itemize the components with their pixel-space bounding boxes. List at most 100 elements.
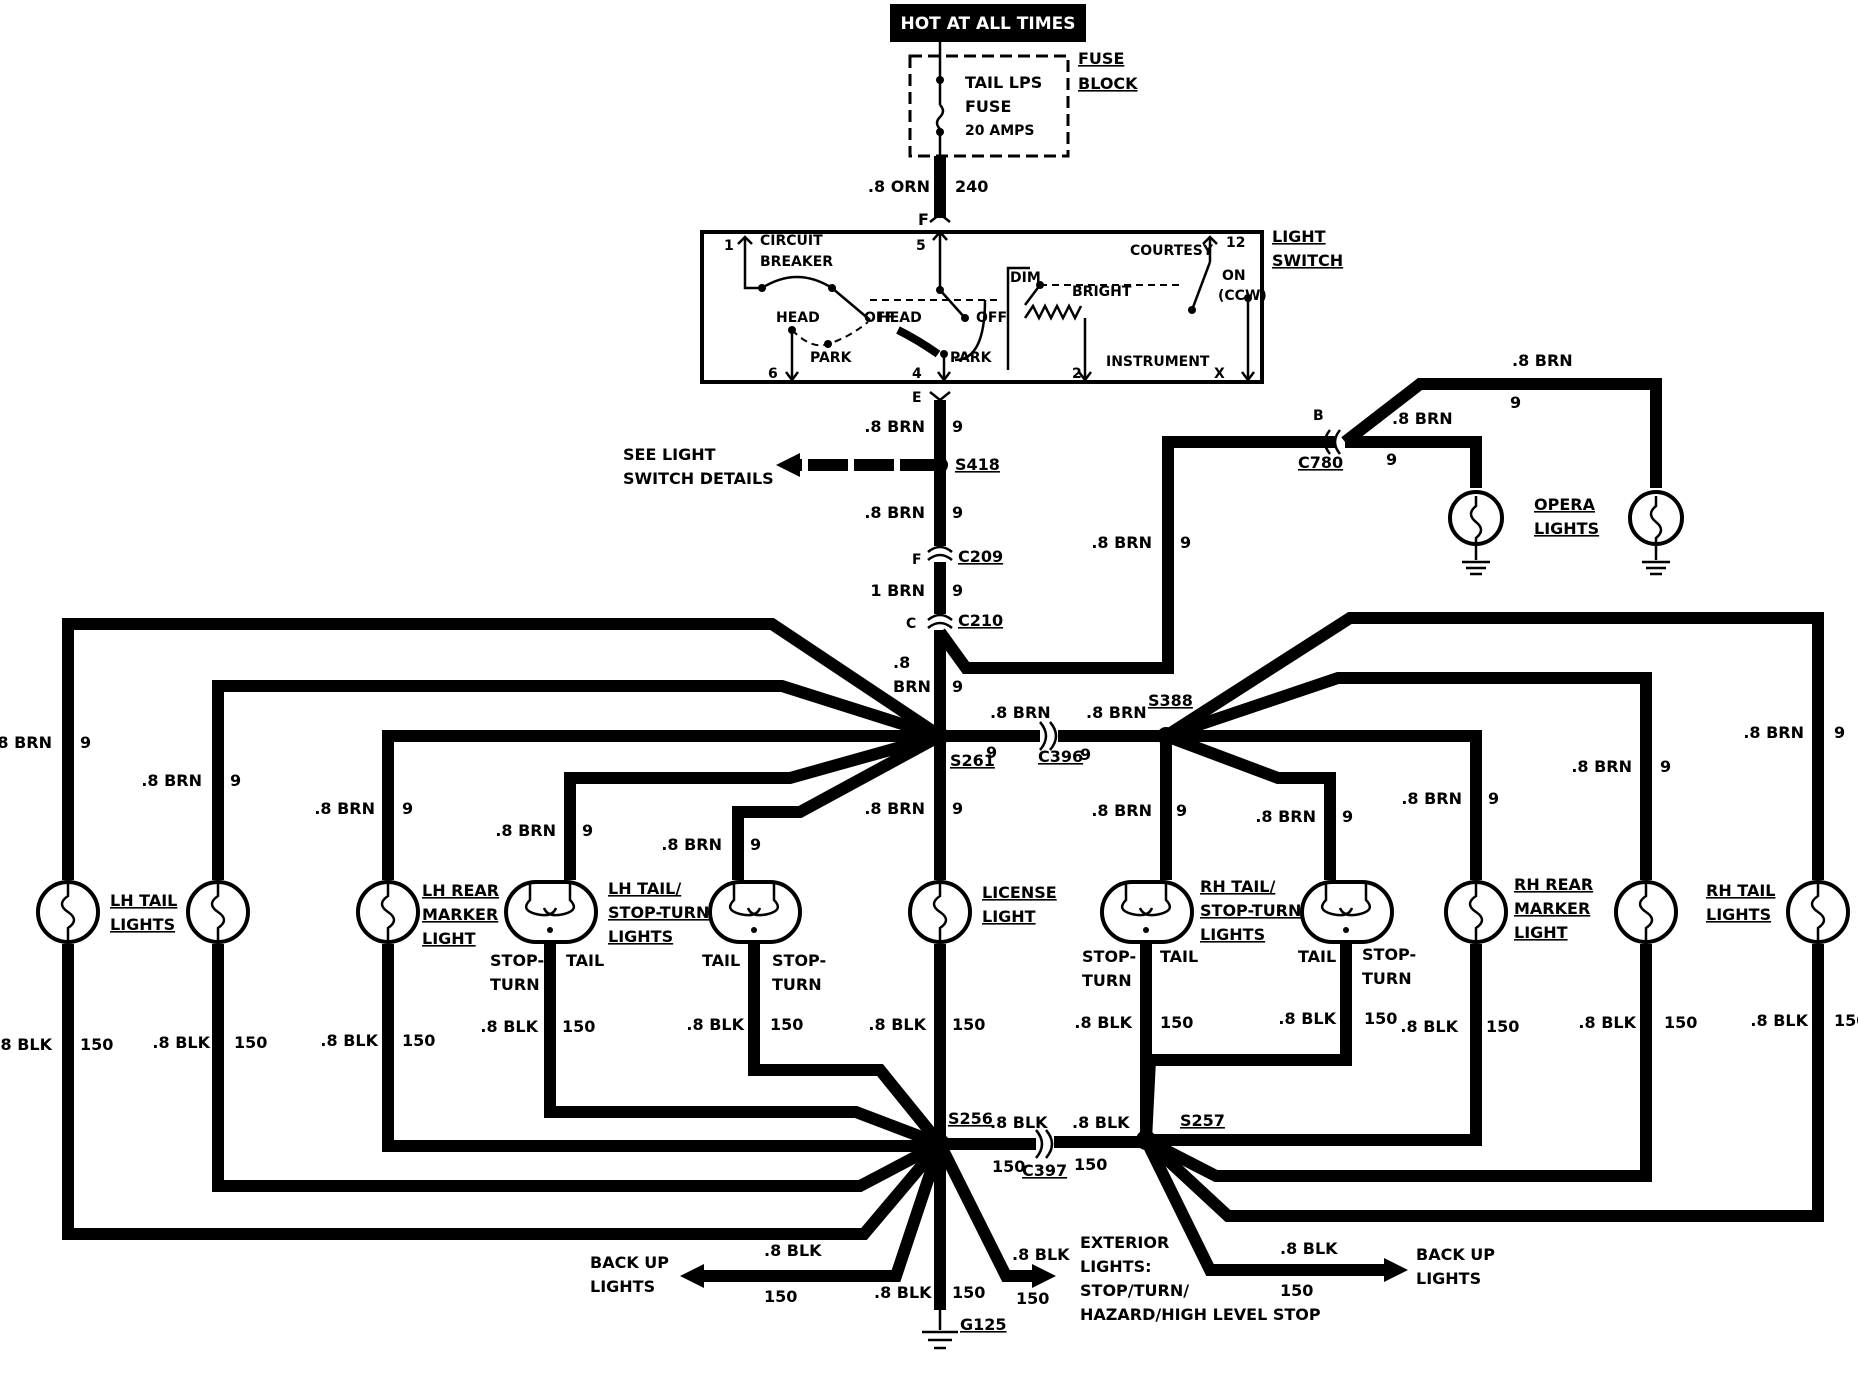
svg-text:.8 BLK: .8 BLK bbox=[1074, 1013, 1132, 1032]
blk-return-wires: S256 S257 .8 BLK .8 BLK 150 C397 150 bbox=[0, 944, 1858, 1350]
opera-label-1: OPERA bbox=[1534, 495, 1596, 514]
svg-text:150: 150 bbox=[764, 1287, 797, 1306]
light-switch: LIGHT SWITCH 1 5 12 6 4 2 X CIRCUIT BREA… bbox=[700, 227, 1343, 384]
svg-text:9: 9 bbox=[750, 835, 761, 854]
fuse-block-label-1: FUSE bbox=[1078, 49, 1124, 68]
svg-text:C: C bbox=[906, 616, 916, 632]
back-up-left-1: BACK UP bbox=[590, 1253, 669, 1272]
svg-text:TAIL: TAIL bbox=[566, 951, 604, 970]
svg-text:TURN: TURN bbox=[1362, 969, 1412, 988]
svg-text:9: 9 bbox=[402, 799, 413, 818]
svg-text:1 BRN: 1 BRN bbox=[870, 581, 925, 600]
s256-label: S256 bbox=[948, 1109, 993, 1128]
svg-text:9: 9 bbox=[952, 677, 963, 696]
lh-tail-stop-turn-light-1 bbox=[504, 880, 598, 944]
c397-label: C397 bbox=[1022, 1161, 1067, 1180]
fuse-name-line2: FUSE bbox=[965, 97, 1011, 116]
feed-wire-color: .8 ORN bbox=[868, 177, 930, 196]
rh-tail-light-inner bbox=[1614, 880, 1678, 944]
svg-text:.8 BLK: .8 BLK bbox=[0, 1035, 53, 1054]
lh-rear-marker-label-1: LH REAR bbox=[422, 881, 499, 900]
svg-text:150: 150 bbox=[1664, 1013, 1697, 1032]
fuse-rating: 20 AMPS bbox=[965, 123, 1034, 139]
svg-text:.8 BLK: .8 BLK bbox=[874, 1283, 932, 1302]
s261-label: S261 bbox=[950, 751, 995, 770]
lh-tail-stop-turn-light-2 bbox=[708, 880, 802, 944]
svg-text:.8 BRN: .8 BRN bbox=[1086, 703, 1147, 722]
lh-rear-marker-label-3: LIGHT bbox=[422, 929, 476, 948]
lh-tail-stop-label-3: LIGHTS bbox=[608, 927, 673, 946]
svg-text:.8 BRN: .8 BRN bbox=[1091, 801, 1152, 820]
ccw-label: (CCW) bbox=[1218, 288, 1267, 304]
g125-label: G125 bbox=[960, 1315, 1007, 1334]
svg-text:.8 BLK: .8 BLK bbox=[1400, 1017, 1458, 1036]
exterior-3: STOP/TURN/ bbox=[1080, 1281, 1189, 1300]
courtesy: COURTESY bbox=[1130, 243, 1214, 259]
lh-tail-stop-label-2: STOP-TURN bbox=[608, 903, 709, 922]
feed-wire-circuit: 240 bbox=[955, 177, 988, 196]
off-left: OFF bbox=[864, 310, 895, 326]
see-details-2: SWITCH DETAILS bbox=[623, 469, 774, 488]
see-details-1: SEE LIGHT bbox=[623, 445, 716, 464]
license-label-1: LICENSE bbox=[982, 883, 1057, 902]
svg-text:.8 BRN: .8 BRN bbox=[0, 733, 52, 752]
svg-text:.8: .8 bbox=[893, 653, 910, 672]
pin-4: 4 bbox=[912, 366, 922, 382]
svg-text:.8 BLK: .8 BLK bbox=[320, 1031, 378, 1050]
svg-text:.8 BRN: .8 BRN bbox=[1091, 533, 1152, 552]
rh-tail-stop-label-3: LIGHTS bbox=[1200, 925, 1265, 944]
pin-x: X bbox=[1214, 366, 1225, 382]
dim: DIM bbox=[1010, 270, 1041, 286]
svg-text:9: 9 bbox=[952, 581, 963, 600]
svg-text:9: 9 bbox=[952, 799, 963, 818]
switch-out-terminal: E bbox=[912, 390, 922, 406]
park-mid: PARK bbox=[950, 350, 993, 366]
svg-text:150: 150 bbox=[234, 1033, 267, 1052]
svg-text:HOT AT ALL TIMES: HOT AT ALL TIMES bbox=[901, 14, 1076, 34]
lh-tail-label-2: LIGHTS bbox=[110, 915, 175, 934]
svg-text:.8 BLK: .8 BLK bbox=[480, 1017, 538, 1036]
head-left: HEAD bbox=[776, 310, 820, 326]
svg-text:150: 150 bbox=[80, 1035, 113, 1054]
exterior-2: LIGHTS: bbox=[1080, 1257, 1152, 1276]
rh-rear-marker-light bbox=[1444, 880, 1508, 944]
svg-text:BRN: BRN bbox=[893, 677, 931, 696]
rh-tail-stop-turn-light-1 bbox=[1100, 880, 1194, 944]
svg-text:150: 150 bbox=[992, 1157, 1025, 1176]
pin-1: 1 bbox=[724, 238, 734, 254]
instrument: INSTRUMENT bbox=[1106, 354, 1210, 370]
svg-text:STOP-: STOP- bbox=[772, 951, 826, 970]
svg-text:.8 BRN: .8 BRN bbox=[141, 771, 202, 790]
svg-text:.8 BLK: .8 BLK bbox=[1072, 1113, 1130, 1132]
svg-text:9: 9 bbox=[1176, 801, 1187, 820]
svg-text:.8 BRN: .8 BRN bbox=[864, 799, 925, 818]
svg-text:.8 BLK: .8 BLK bbox=[1280, 1239, 1338, 1258]
svg-text:.8 BRN: .8 BRN bbox=[1512, 351, 1573, 370]
svg-text:TAIL: TAIL bbox=[702, 951, 740, 970]
svg-text:150: 150 bbox=[1280, 1281, 1313, 1300]
rh-tail-label-2: LIGHTS bbox=[1706, 905, 1771, 924]
opera-light-left bbox=[1448, 490, 1504, 576]
svg-text:.8 BLK: .8 BLK bbox=[764, 1241, 822, 1260]
svg-text:STOP-: STOP- bbox=[490, 951, 544, 970]
light-switch-label-1: LIGHT bbox=[1272, 227, 1326, 246]
main-trunk: E .8 BRN 9 S418 SEE LIGHT SWITCH DETAILS… bbox=[623, 390, 1003, 736]
svg-text:TAIL: TAIL bbox=[1298, 947, 1336, 966]
head-mid: HEAD bbox=[878, 310, 922, 326]
svg-text:9: 9 bbox=[1660, 757, 1671, 776]
svg-text:150: 150 bbox=[1364, 1009, 1397, 1028]
lh-tail-label-1: LH TAIL bbox=[110, 891, 177, 910]
back-up-right-2: LIGHTS bbox=[1416, 1269, 1481, 1288]
svg-text:150: 150 bbox=[952, 1283, 985, 1302]
svg-text:.8 BLK: .8 BLK bbox=[1278, 1009, 1336, 1028]
svg-text:.8 BRN: .8 BRN bbox=[314, 799, 375, 818]
lh-tail-stop-label-1: LH TAIL/ bbox=[608, 879, 681, 898]
svg-text:150: 150 bbox=[1074, 1155, 1107, 1174]
rh-tail-stop-turn-light-2 bbox=[1300, 880, 1394, 944]
svg-text:9: 9 bbox=[952, 417, 963, 436]
svg-text:STOP-: STOP- bbox=[1362, 945, 1416, 964]
pin-12: 12 bbox=[1226, 235, 1245, 251]
svg-text:150: 150 bbox=[562, 1017, 595, 1036]
svg-text:150: 150 bbox=[402, 1031, 435, 1050]
